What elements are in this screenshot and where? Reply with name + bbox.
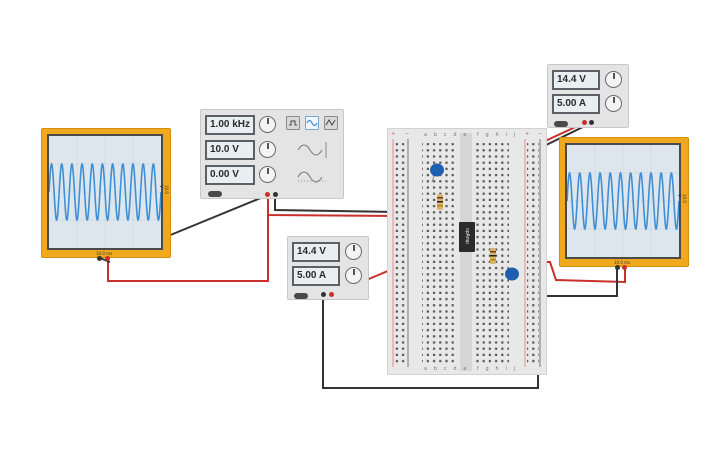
amplitude-display: 10.0 V (205, 140, 255, 160)
oscilloscope-right-waveform (567, 145, 679, 257)
scope-left-ground-terminal[interactable] (105, 256, 110, 261)
scope-right-ground-terminal[interactable] (622, 265, 627, 270)
oscilloscope-left[interactable]: 10.0 ms 10.0 V (41, 128, 171, 258)
sine-wave-icon (306, 119, 318, 127)
capacitor-bottom[interactable] (505, 267, 519, 281)
power-supply-top[interactable]: 14.4 V 5.00 A (547, 64, 629, 128)
breadboard-columns-left-top: a b c d e (424, 132, 469, 138)
oscilloscope-left-time-div: 10.0 ms (96, 251, 113, 256)
sine-wave-button[interactable] (305, 116, 319, 130)
wire-gen-red-down[interactable] (107, 215, 269, 282)
square-wave-button[interactable] (286, 116, 300, 130)
scope-right-probe-terminal[interactable] (615, 265, 620, 270)
supply-bottom-voltage-display: 14.4 V (292, 242, 340, 262)
frequency-display: 1.00 kHz (205, 115, 255, 135)
supply-bottom-power-switch[interactable] (294, 293, 308, 299)
oscilloscope-right-screen (565, 143, 681, 259)
amplitude-knob[interactable] (259, 141, 276, 158)
opamp-chip[interactable]: opAmp (459, 222, 475, 252)
oscilloscope-left-waveform (49, 136, 161, 248)
supply-top-negative-terminal[interactable] (589, 120, 594, 125)
wire-gen-signal[interactable] (274, 195, 401, 213)
scope-left-probe-terminal[interactable] (97, 256, 102, 261)
triangle-wave-icon (325, 119, 336, 126)
function-generator[interactable]: 1.00 kHz 10.0 V 0.00 V (200, 109, 344, 199)
triangle-wave-button[interactable] (324, 116, 338, 130)
supply-bottom-positive-terminal[interactable] (329, 292, 334, 297)
supply-top-voltage-display: 14.4 V (552, 70, 600, 90)
supply-bottom-current-display: 5.00 A (292, 266, 340, 286)
offset-knob[interactable] (259, 166, 276, 183)
oscilloscope-right-volt-div: 10.0 V (677, 194, 687, 203)
supply-top-voltage-knob[interactable] (605, 71, 622, 88)
breadboard-columns-right-bottom: f g h i j (477, 366, 518, 372)
oscilloscope-left-screen (47, 134, 163, 250)
generator-positive-terminal[interactable] (265, 192, 270, 197)
supply-bottom-voltage-knob[interactable] (345, 243, 362, 260)
sine-trace (49, 162, 161, 222)
breadboard-columns-left-bottom: a b c d e (424, 366, 469, 372)
generator-power-switch[interactable] (208, 191, 222, 197)
rail-minus-label-left: − (405, 131, 412, 137)
rail-plus-label-left: + (391, 131, 398, 137)
offset-wave-icon (297, 171, 326, 183)
frequency-knob[interactable] (259, 116, 276, 133)
supply-bottom-negative-terminal[interactable] (321, 292, 326, 297)
resistor-right[interactable] (490, 248, 496, 264)
amplitude-wave-icon (297, 142, 327, 158)
resistor-left[interactable] (437, 194, 443, 210)
supply-top-current-display: 5.00 A (552, 94, 600, 114)
supply-top-current-knob[interactable] (605, 95, 622, 112)
oscilloscope-right-time-div: 10.0 ms (614, 260, 631, 265)
power-supply-bottom[interactable]: 14.4 V 5.00 A (287, 236, 369, 300)
wire-gen-to-scope[interactable] (167, 194, 269, 237)
breadboard-columns-right-top: f g h i j (477, 132, 518, 138)
sine-trace (567, 171, 679, 231)
opamp-label: opAmp (464, 228, 470, 244)
square-wave-icon (289, 120, 297, 126)
rail-plus-label-right: + (525, 131, 532, 137)
capacitor-top[interactable] (430, 163, 444, 183)
rail-minus-label-right: − (538, 131, 545, 137)
supply-top-power-switch[interactable] (554, 121, 568, 127)
oscilloscope-right[interactable]: 10.0 ms 10.0 V (559, 137, 689, 267)
offset-display: 0.00 V (205, 165, 255, 185)
breadboard-holes (392, 133, 541, 371)
supply-bottom-current-knob[interactable] (345, 267, 362, 284)
generator-negative-terminal[interactable] (273, 192, 278, 197)
supply-top-positive-terminal[interactable] (582, 120, 587, 125)
